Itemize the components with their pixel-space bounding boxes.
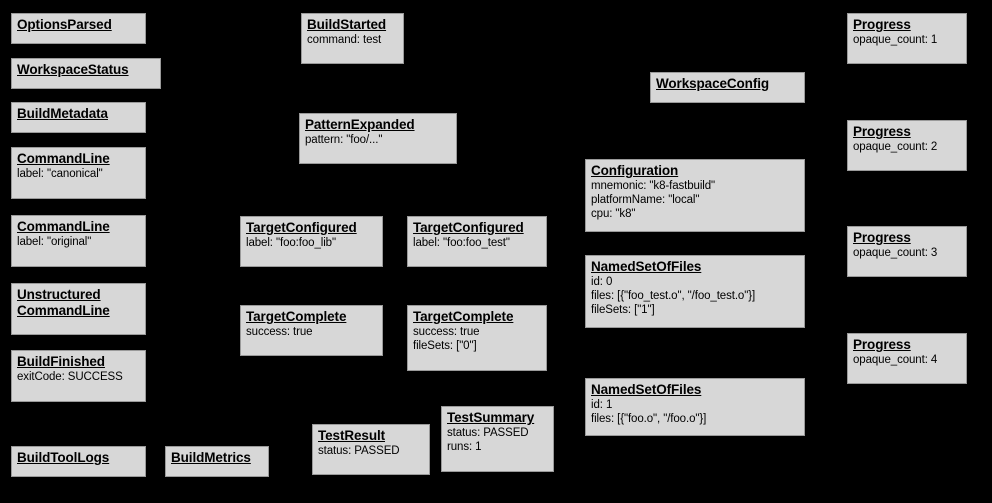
node-field: label: "foo:foo_lib" xyxy=(246,237,336,249)
node-field: files: [{"foo.o", "/foo.o"}] xyxy=(591,413,707,425)
node-title: WorkspaceConfig xyxy=(656,76,770,91)
node-field: exitCode: SUCCESS xyxy=(17,371,123,383)
node-named-set-of-files-1[interactable]: NamedSetOfFiles id: 1 files: [{"foo.o", "/… xyxy=(585,378,805,436)
node-workspace-config[interactable]: WorkspaceConfig xyxy=(650,72,805,103)
node-field: command: test xyxy=(307,34,382,46)
node-test-summary[interactable]: TestSummary status: PASSED runs: 1 xyxy=(441,406,554,472)
node-title: OptionsParsed xyxy=(17,17,112,32)
node-field: opaque_count: 4 xyxy=(853,354,938,366)
node-title: TargetConfigured xyxy=(246,220,357,235)
node-field: cpu: "k8" xyxy=(591,208,636,220)
node-title: Progress xyxy=(853,17,911,32)
node-title: BuildStarted xyxy=(307,17,387,32)
node-title: Progress xyxy=(853,124,911,139)
node-title: BuildFinished xyxy=(17,354,105,369)
node-title: CommandLine xyxy=(17,219,110,234)
node-title: PatternExpanded xyxy=(305,117,415,132)
node-build-finished[interactable]: BuildFinished exitCode: SUCCESS xyxy=(11,350,146,402)
node-title: BuildMetrics xyxy=(171,450,251,465)
node-title: TargetConfigured xyxy=(413,220,524,235)
node-title: TargetComplete xyxy=(246,309,347,324)
node-field: id: 0 xyxy=(591,276,613,288)
node-progress-4[interactable]: Progress opaque_count: 4 xyxy=(847,333,967,384)
node-build-metadata[interactable]: BuildMetadata xyxy=(11,102,146,133)
node-title: NamedSetOfFiles xyxy=(591,382,702,397)
node-title: TargetComplete xyxy=(413,309,514,324)
node-build-tool-logs[interactable]: BuildToolLogs xyxy=(11,446,146,477)
node-field: success: true xyxy=(246,326,313,338)
node-field: status: PASSED xyxy=(318,445,400,457)
node-progress-1[interactable]: Progress opaque_count: 1 xyxy=(847,13,967,64)
node-pattern-expanded[interactable]: PatternExpanded pattern: "foo/..." xyxy=(299,113,457,164)
node-title: Unstructured CommandLine xyxy=(17,287,110,318)
node-field: opaque_count: 3 xyxy=(853,247,938,259)
node-command-line-canonical[interactable]: CommandLine label: "canonical" xyxy=(11,147,146,199)
node-field: id: 1 xyxy=(591,399,613,411)
node-progress-2[interactable]: Progress opaque_count: 2 xyxy=(847,120,967,171)
node-progress-3[interactable]: Progress opaque_count: 3 xyxy=(847,226,967,277)
node-title: Configuration xyxy=(591,163,679,178)
node-field: status: PASSED xyxy=(447,427,529,439)
node-field: label: "original" xyxy=(17,236,92,248)
node-field: pattern: "foo/..." xyxy=(305,134,383,146)
node-command-line-original[interactable]: CommandLine label: "original" xyxy=(11,215,146,267)
node-target-complete-foo-lib[interactable]: TargetComplete success: true xyxy=(240,305,383,356)
node-field: label: "canonical" xyxy=(17,168,103,180)
node-options-parsed[interactable]: OptionsParsed xyxy=(11,13,146,44)
node-title: CommandLine xyxy=(17,151,110,166)
node-title: Progress xyxy=(853,230,911,245)
node-workspace-status[interactable]: WorkspaceStatus xyxy=(11,58,161,89)
node-build-metrics[interactable]: BuildMetrics xyxy=(165,446,269,477)
node-title: BuildMetadata xyxy=(17,106,108,121)
node-field: opaque_count: 2 xyxy=(853,141,938,153)
node-title: TestSummary xyxy=(447,410,535,425)
node-field: platformName: "local" xyxy=(591,194,700,206)
node-field: label: "foo:foo_test" xyxy=(413,237,510,249)
node-title: TestResult xyxy=(318,428,386,443)
node-title: WorkspaceStatus xyxy=(17,62,129,77)
node-test-result[interactable]: TestResult status: PASSED xyxy=(312,424,430,475)
node-field: files: [{"foo_test.o", "/foo_test.o"}] xyxy=(591,290,756,302)
node-field: fileSets: ["1"] xyxy=(591,304,655,316)
node-field: success: true xyxy=(413,326,480,338)
node-title: NamedSetOfFiles xyxy=(591,259,702,274)
node-build-started[interactable]: BuildStarted command: test xyxy=(301,13,404,64)
node-target-complete-foo-test[interactable]: TargetComplete success: true fileSets: ["0… xyxy=(407,305,547,371)
node-configuration[interactable]: Configuration mnemonic: "k8-fastbuild" pla… xyxy=(585,159,805,232)
node-field: opaque_count: 1 xyxy=(853,34,938,46)
node-target-configured-foo-lib[interactable]: TargetConfigured label: "foo:foo_lib" xyxy=(240,216,383,267)
node-title: Progress xyxy=(853,337,911,352)
node-title: BuildToolLogs xyxy=(17,450,110,465)
node-field: fileSets: ["0"] xyxy=(413,340,477,352)
node-target-configured-foo-test[interactable]: TargetConfigured label: "foo:foo_test" xyxy=(407,216,547,267)
node-unstructured-command-line[interactable]: Unstructured CommandLine xyxy=(11,283,146,335)
node-field: mnemonic: "k8-fastbuild" xyxy=(591,180,716,192)
node-field: runs: 1 xyxy=(447,441,482,453)
node-named-set-of-files-0[interactable]: NamedSetOfFiles id: 0 files: [{"foo_test.o… xyxy=(585,255,805,328)
